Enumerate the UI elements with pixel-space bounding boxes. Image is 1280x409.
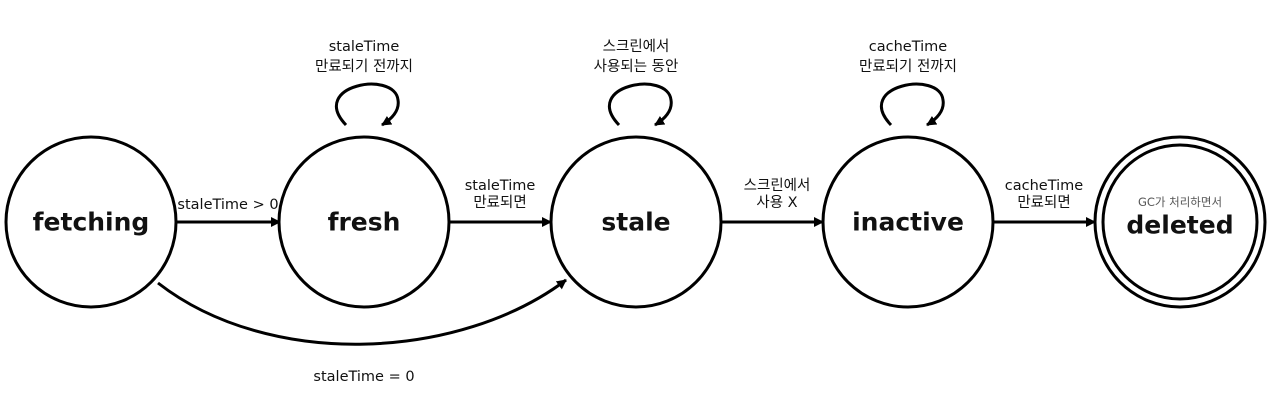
edge-fetching-to-stale-label: staleTime = 0	[313, 369, 414, 385]
loop-stale	[608, 82, 673, 127]
loop-inactive-label-line2: 만료되기 전까지	[859, 58, 957, 75]
edge-fresh-to-stale-label-line1: staleTime	[465, 178, 536, 194]
node-fresh	[277, 135, 451, 309]
edge-fresh-to-stale-label-line2: 만료되면	[473, 194, 526, 211]
loop-fresh-label-line2: 만료되기 전까지	[315, 58, 413, 75]
loop-stale-label-line2: 사용되는 동안	[594, 58, 679, 75]
node-stale-label: stale	[601, 208, 670, 237]
edge-inactive-to-deleted-label-line1: cacheTime	[1005, 178, 1084, 194]
edge-fetching-to-fresh-label: staleTime > 0	[177, 197, 278, 213]
node-deleted-inner-ring	[1101, 143, 1259, 301]
node-fresh-label: fresh	[328, 208, 401, 237]
loop-stale-label-line1: 스크린에서	[603, 38, 670, 55]
node-fetching-label: fetching	[33, 208, 150, 237]
loop-fresh	[335, 82, 400, 127]
node-inactive	[821, 135, 995, 309]
edge-inactive-to-deleted-label-line2: 만료되면	[1017, 194, 1070, 211]
loop-inactive-label-line1: cacheTime	[869, 39, 948, 55]
node-deleted-label: deleted	[1126, 211, 1233, 240]
loop-inactive	[880, 82, 945, 127]
edge-stale-to-inactive-label-line2: 사용 X	[756, 194, 797, 211]
node-inactive-label: inactive	[852, 208, 964, 237]
node-fetching	[4, 135, 178, 309]
loop-fresh-label-line1: staleTime	[329, 39, 400, 55]
edge-fetching-to-stale	[157, 278, 567, 346]
node-deleted-note: GC가 처리하면서	[1138, 195, 1222, 209]
node-stale	[549, 135, 723, 309]
edge-stale-to-inactive-label-line1: 스크린에서	[744, 177, 811, 194]
